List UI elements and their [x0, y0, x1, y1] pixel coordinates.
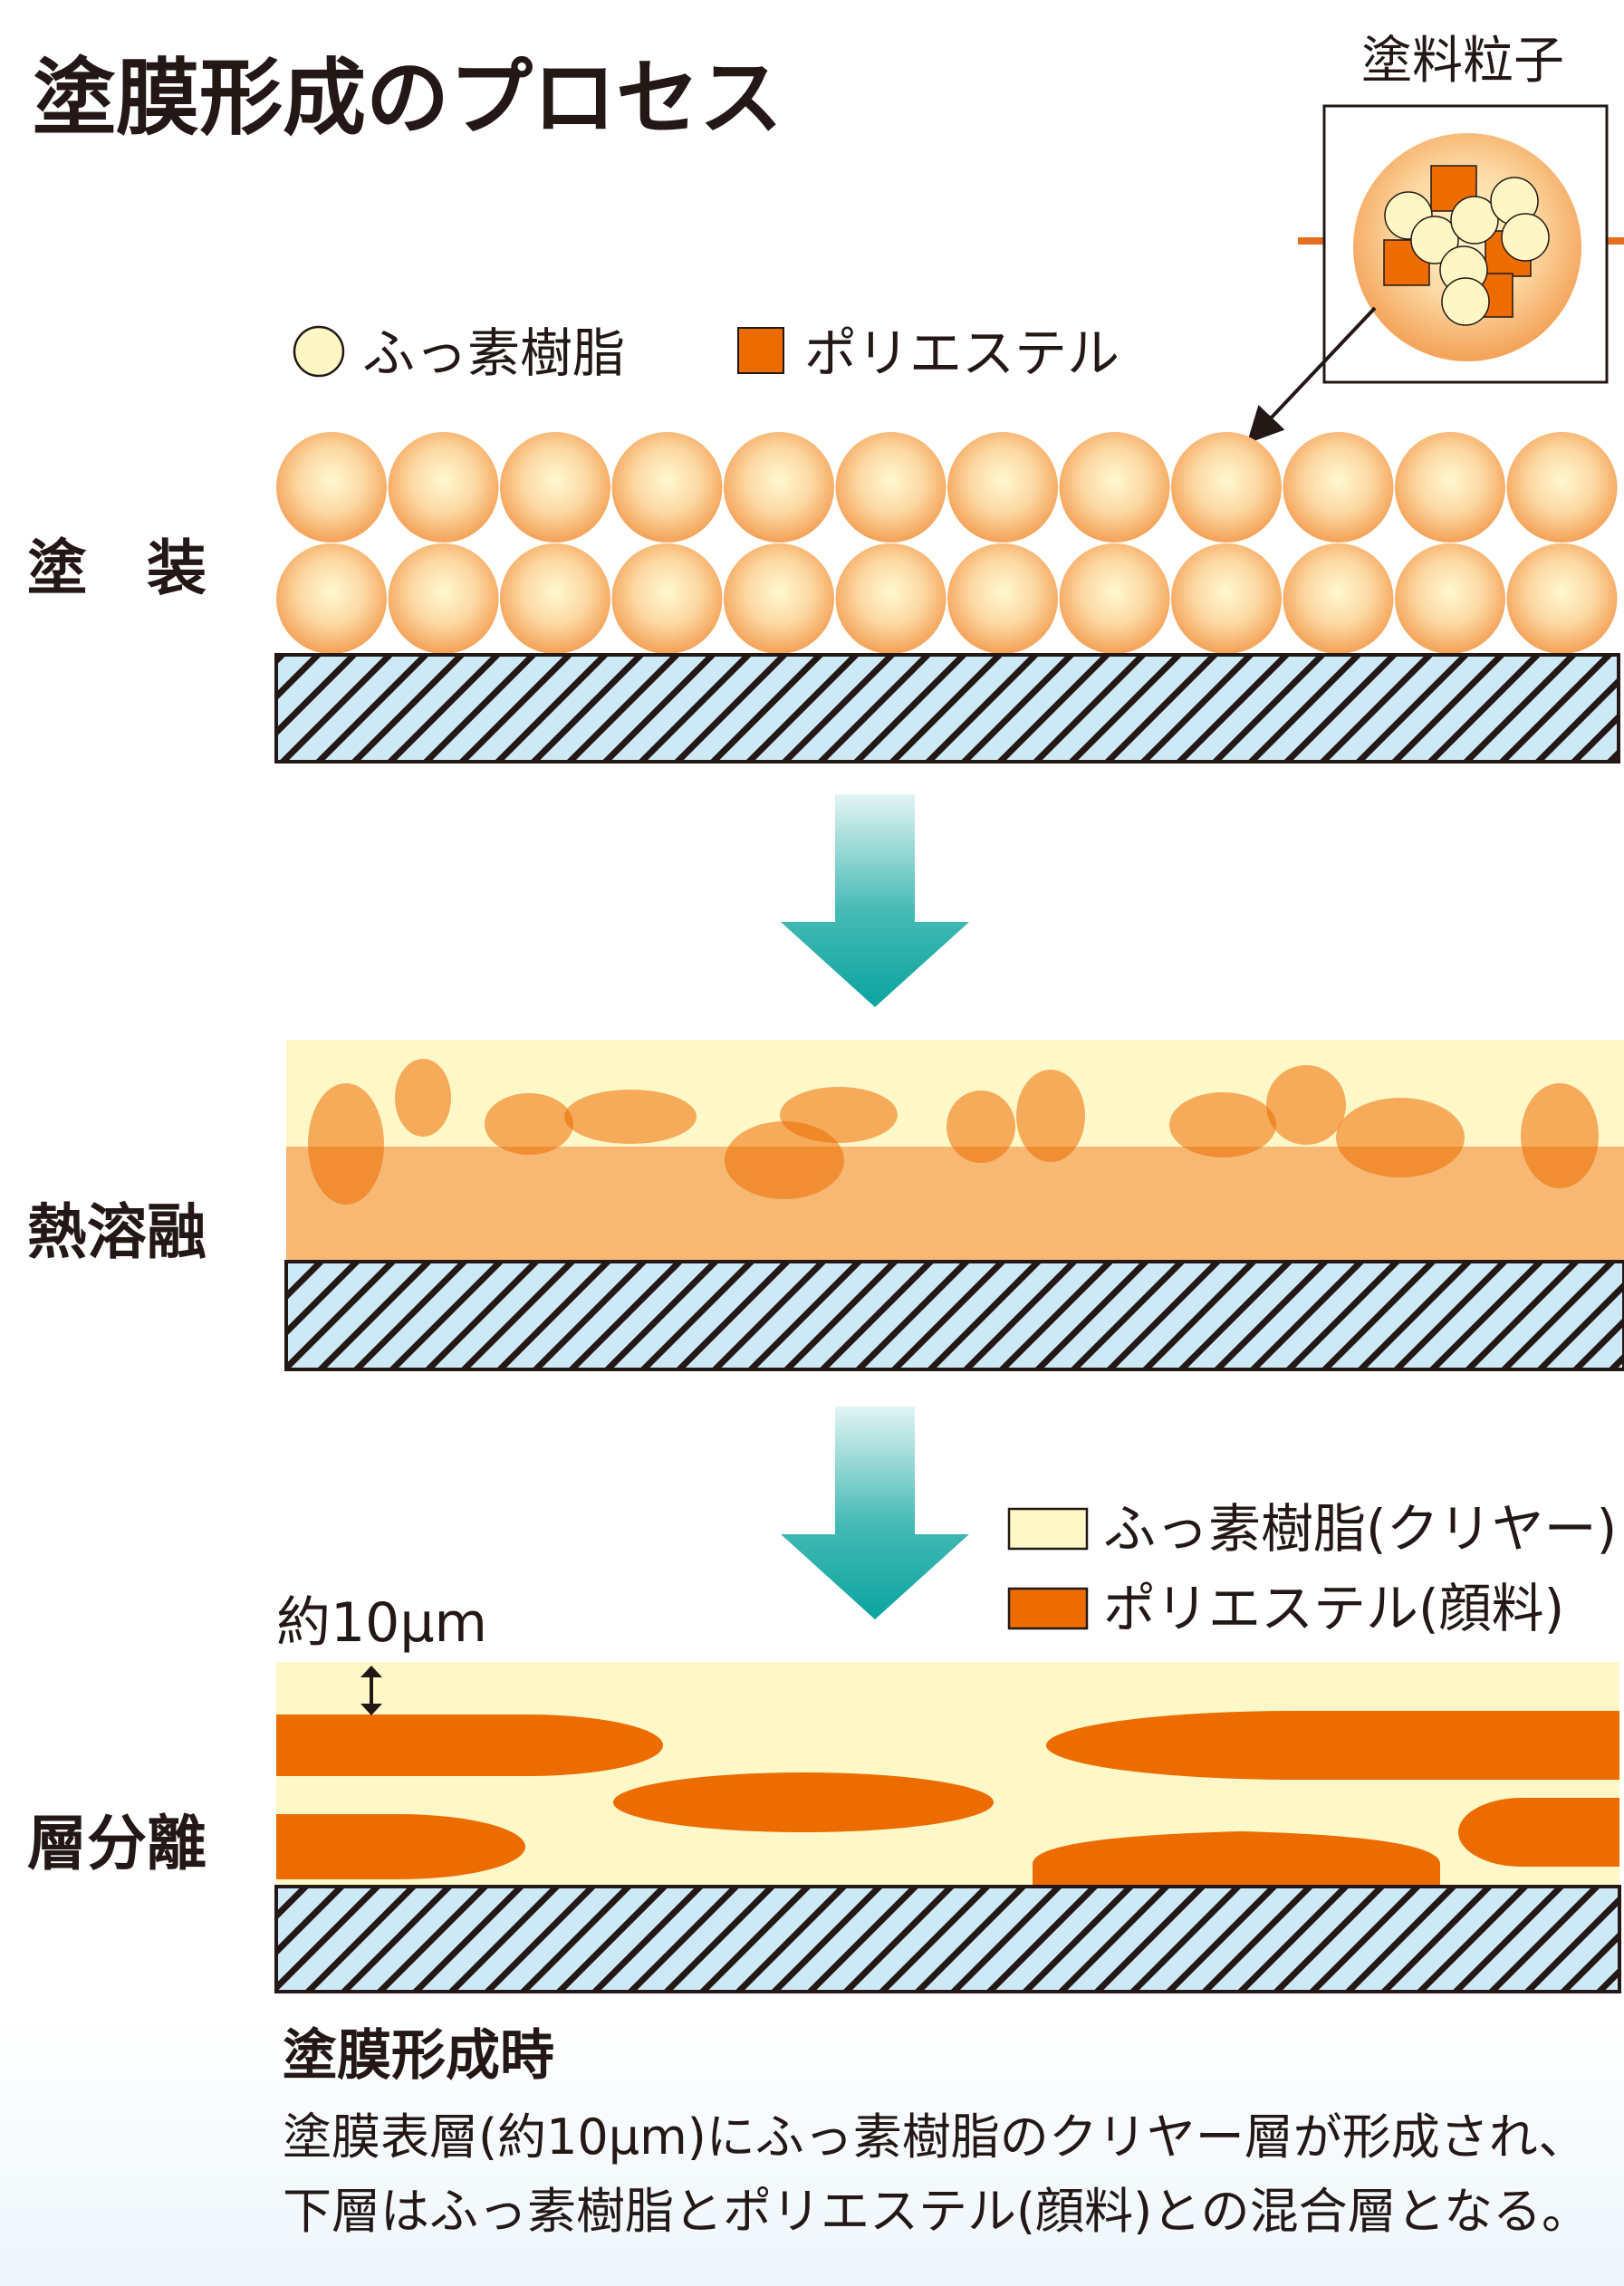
melt-polyester-blob — [947, 1090, 1015, 1163]
melt-polyester-blob — [1266, 1065, 1346, 1145]
inset-label: 塗料粒子 — [1361, 32, 1564, 91]
coating-particle — [1283, 432, 1394, 543]
separated-layer — [276, 1662, 1619, 1886]
legend-bottom: ふっ素樹脂(クリヤー) ポリエステル(顔料) — [1007, 1498, 1617, 1639]
separated-polyester-lens — [1458, 1798, 1619, 1867]
separated-polyester-lens — [1295, 1711, 1619, 1780]
coating-particle — [835, 543, 947, 654]
coating-particle — [611, 432, 723, 543]
legend-clear-swatch — [1007, 1507, 1089, 1551]
legend-pigment-swatch — [1007, 1587, 1089, 1630]
melt-polyester-blob — [780, 1087, 898, 1143]
particle-rows — [276, 432, 1618, 654]
coating-particle — [276, 543, 387, 654]
melt-polyester-blob — [725, 1121, 844, 1199]
substrate-separation — [274, 1885, 1621, 1993]
separated-polyester-lens — [276, 1814, 525, 1879]
inset-fluoro-ball — [1410, 216, 1459, 264]
melt-layer — [286, 1040, 1624, 1261]
melt-polyester-blob — [1336, 1098, 1465, 1177]
separated-polyester-lens — [276, 1714, 663, 1776]
coating-particle — [947, 543, 1058, 654]
stage-label-separation: 層分離 — [27, 1809, 207, 1878]
coating-particle — [1171, 432, 1282, 543]
legend-bottom-pigment-label: ポリエステル(顔料) — [1103, 1578, 1564, 1639]
process-arrow-2 — [781, 1407, 969, 1619]
coating-particle — [611, 543, 723, 654]
coating-particle — [1506, 543, 1618, 654]
stage-label-melt: 熱溶融 — [27, 1197, 207, 1267]
separated-polyester-lens — [613, 1772, 994, 1832]
inset-fluoro-ball — [1450, 196, 1499, 245]
melt-polyester-blob — [395, 1059, 451, 1137]
stage-label-coating: 塗 装 — [27, 533, 207, 603]
process-arrow-1 — [781, 794, 969, 1007]
coating-particle — [1171, 543, 1282, 654]
note-line-1: 塗膜表層(約10μm)にふっ素樹脂のクリヤー層が形成され、 — [283, 2108, 1587, 2166]
thickness-arrow — [360, 1666, 382, 1715]
legend-top-fluoro-label: ふっ素樹脂 — [362, 322, 625, 384]
coating-particle — [388, 432, 499, 543]
coating-particle — [1395, 432, 1505, 543]
inset-fluoro-ball — [1501, 213, 1550, 262]
coating-particle — [835, 432, 947, 543]
melt-polyester-blob — [308, 1083, 384, 1205]
legend-top-polyester-label: ポリエステル — [804, 322, 1120, 384]
melt-polyester-blob — [485, 1093, 573, 1155]
melt-polyester-blob — [564, 1090, 697, 1144]
coating-particle — [724, 432, 834, 543]
thickness-label: 約10μm — [276, 1591, 487, 1655]
inset-fluoro-ball — [1441, 277, 1490, 326]
coating-particle — [1395, 543, 1505, 654]
substrate-melt — [284, 1260, 1624, 1371]
melt-polyester-blob — [1521, 1083, 1599, 1188]
separated-polyester-lens — [1033, 1831, 1440, 1886]
melt-polyester-blob — [1016, 1070, 1085, 1162]
melt-polyester-blob — [1169, 1092, 1276, 1157]
substrate-coating — [274, 653, 1620, 764]
coating-particle — [1283, 543, 1394, 654]
legend-fluoro-circle-icon — [293, 325, 345, 378]
legend-top: ふっ素樹脂 ポリエステル — [293, 322, 1120, 384]
coating-particle — [724, 543, 834, 654]
inset-particle-figure: 塗料粒子 — [1246, 32, 1624, 444]
coating-particle — [947, 432, 1058, 543]
note-line-2: 下層はふっ素樹脂とポリエステル(顔料)との混合層となる。 — [283, 2183, 1590, 2240]
page-title: 塗膜形成のプロセス — [33, 50, 783, 147]
coating-particle — [500, 432, 610, 543]
coating-particle — [500, 543, 610, 654]
coating-particle — [276, 432, 387, 543]
inset-pointer-arrow — [1246, 306, 1377, 444]
coating-particle — [1059, 432, 1170, 543]
legend-bottom-clear-label: ふっ素樹脂(クリヤー) — [1103, 1498, 1617, 1560]
coating-particle — [1059, 543, 1170, 654]
coating-particle — [1506, 432, 1618, 543]
legend-polyester-square-icon — [737, 327, 784, 374]
note-heading: 塗膜形成時 — [283, 2024, 554, 2088]
coating-particle — [388, 543, 499, 654]
